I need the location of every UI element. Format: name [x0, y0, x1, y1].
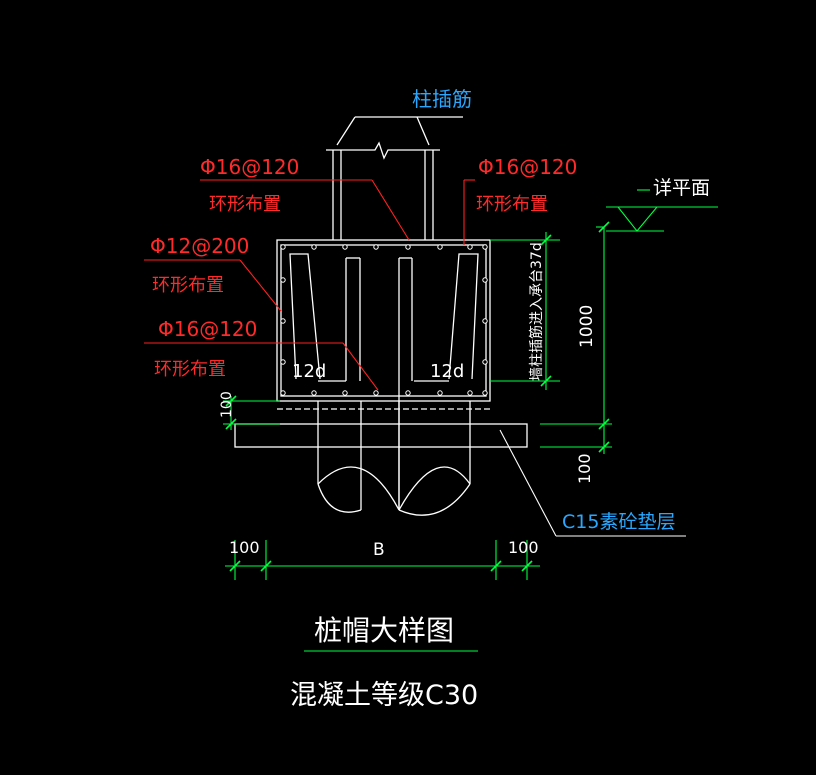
concrete-grade: 混凝土等级C30: [290, 680, 478, 711]
rebar-label-top-left: Φ16@120: [200, 155, 299, 179]
ring-label-top-right: 环形布置: [476, 194, 548, 215]
pile-dowel-label: 柱插筋: [412, 87, 472, 111]
rebar-dots: [280, 244, 488, 396]
anchor-note: 墙柱插筋进入承台37d: [528, 242, 545, 381]
dim-100-right: 100: [575, 453, 594, 484]
dim-12d-left: 12d: [292, 361, 326, 382]
dimension-ticks: [225, 221, 610, 572]
ring-label-mid-left: 环形布置: [152, 275, 224, 296]
dim-b: B: [373, 540, 385, 560]
rebar-label-top-right: Φ16@120: [478, 155, 577, 179]
dim-bottom-right-100: 100: [508, 538, 539, 557]
pile-cap-outline: [234, 116, 528, 516]
rebar-label-bottom-left: Φ16@120: [158, 317, 257, 341]
dim-100-left: 100: [219, 391, 235, 418]
rebar-label-mid-left: Φ12@200: [150, 234, 249, 258]
see-plan-label: 详平面: [653, 177, 710, 199]
cushion-leader: [499, 429, 686, 537]
dim-12d-right: 12d: [430, 361, 464, 382]
rebar-leader-lines: [144, 179, 475, 391]
dimension-lines: [223, 189, 718, 652]
cushion-label: C15素砼垫层: [562, 511, 675, 533]
dim-bottom-left-100: 100: [229, 538, 260, 557]
ring-label-top-left: 环形布置: [209, 194, 281, 215]
ring-label-bottom-left: 环形布置: [154, 359, 226, 380]
drawing-title: 桩帽大样图: [314, 614, 454, 647]
dim-1000: 1000: [577, 305, 597, 348]
